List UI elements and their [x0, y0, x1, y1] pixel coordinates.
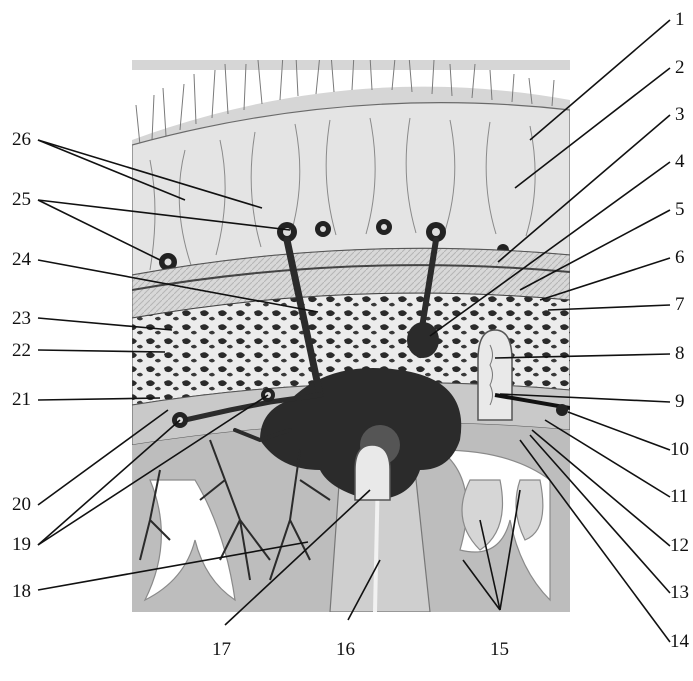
label-7: 7: [675, 294, 685, 315]
gland-small: [355, 445, 390, 500]
label-14: 14: [670, 631, 690, 652]
label-6: 6: [675, 247, 685, 268]
label-8: 8: [675, 343, 685, 364]
label-11: 11: [670, 486, 688, 507]
label-25: 25: [12, 189, 31, 210]
label-20: 20: [12, 494, 31, 515]
label-10: 10: [670, 439, 689, 460]
label-19: 19: [12, 534, 31, 555]
label-3: 3: [675, 104, 685, 125]
label-23: 23: [12, 308, 31, 329]
label-4: 4: [675, 151, 685, 172]
label-2: 2: [675, 57, 685, 78]
label-26: 26: [12, 129, 31, 150]
tissue-illustration: [132, 54, 570, 620]
label-22: 22: [12, 340, 31, 361]
label-12: 12: [670, 535, 689, 556]
label-15: 15: [490, 639, 509, 660]
label-13: 13: [670, 582, 689, 603]
label-18: 18: [12, 581, 31, 602]
bipolar-cell: [407, 322, 439, 358]
gland: [478, 330, 512, 420]
label-16: 16: [336, 639, 355, 660]
label-5: 5: [675, 199, 685, 220]
label-24: 24: [12, 249, 32, 270]
label-1: 1: [675, 9, 685, 30]
label-17: 17: [212, 639, 231, 660]
label-9: 9: [675, 391, 685, 412]
label-21: 21: [12, 389, 31, 410]
